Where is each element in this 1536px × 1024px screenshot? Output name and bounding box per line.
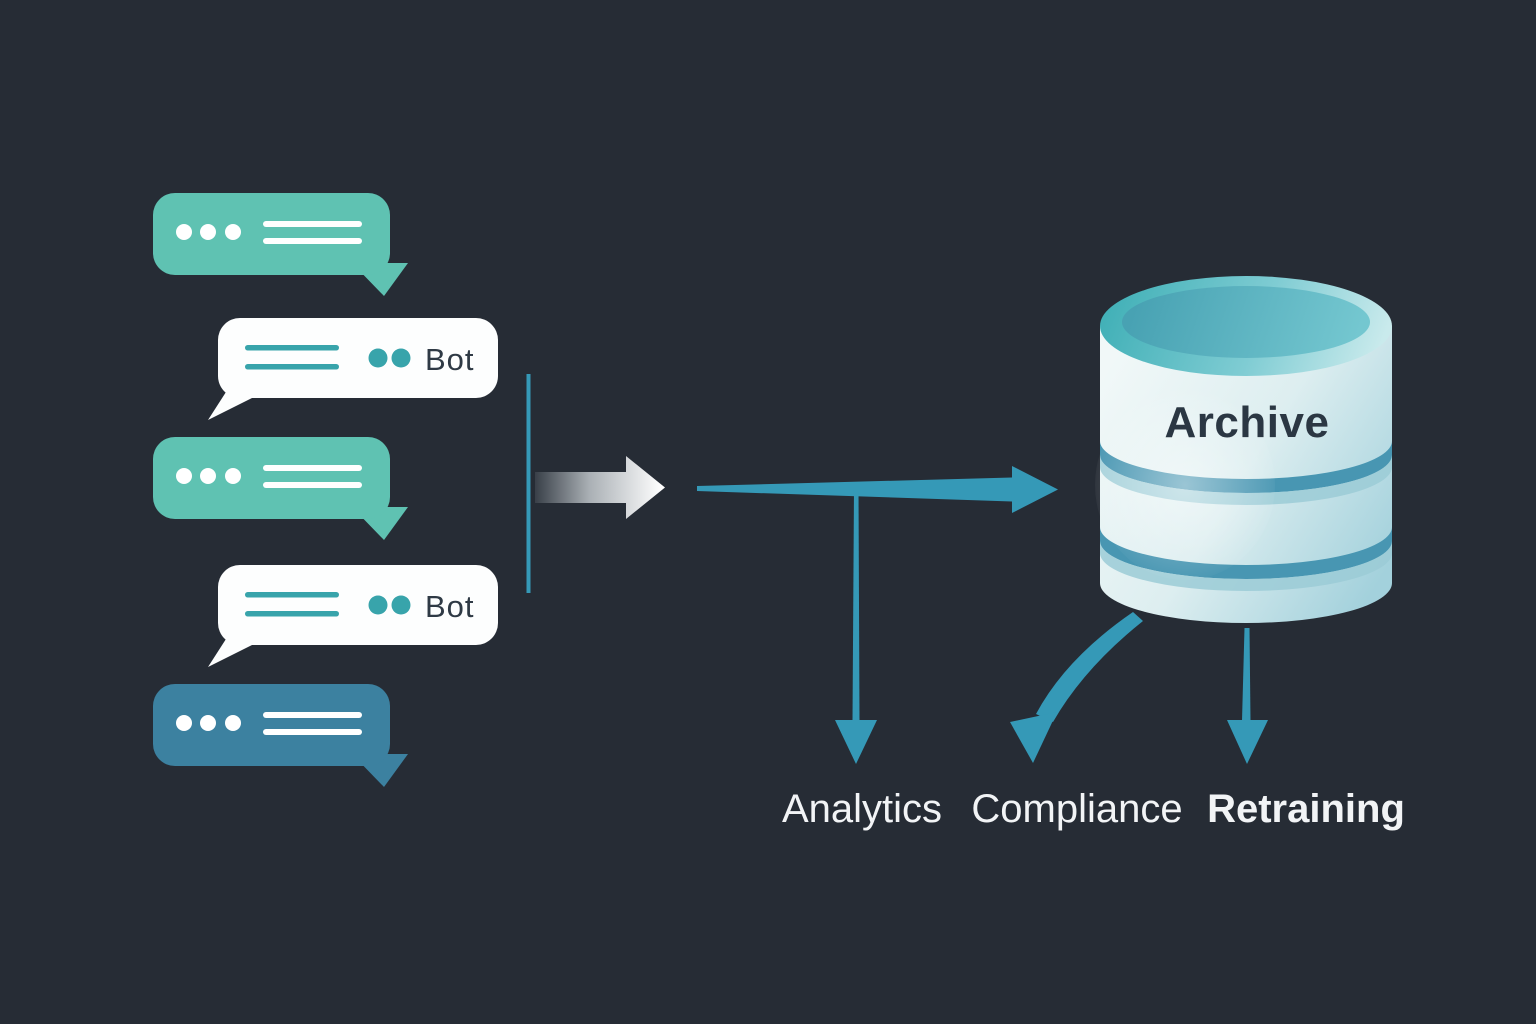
bot-dot-icon [368,595,388,615]
message-text-lines [245,592,339,598]
arrow-shaft [1242,628,1251,721]
message-text-lines [263,465,362,488]
bot-label: Bot [425,342,475,377]
bubble-body [153,684,390,766]
bot-label: Bot [425,589,475,624]
arrowhead-icon [1227,720,1268,764]
bot-dot-icon [391,348,411,368]
compliance-label: Compliance [971,787,1182,831]
chat-bubble-user-1 [153,193,408,296]
arrow-shaft [852,488,860,721]
bubble-body [153,437,390,519]
bubble-tail [208,392,264,420]
message-text-lines [263,712,362,735]
bot-message-accents [245,592,411,617]
chat-bubble-user-2 [153,437,408,540]
arrowhead-icon [835,720,877,764]
archive-label: Archive [1165,398,1330,447]
stream-separator-line [526,374,531,593]
chat-bubble-user-3 [153,684,408,787]
bubble-body [153,193,390,275]
flow-arrow-to-archive [697,466,1058,513]
database-gloss-highlight [1095,390,1275,580]
bot-dot-icon [368,348,388,368]
retraining-label: Retraining [1207,787,1405,831]
arrow-shaft [1036,612,1143,722]
typing-dots-icon [176,224,241,240]
typing-dots-icon [176,468,241,484]
message-text-lines [263,221,362,244]
bubble-tail [208,639,264,667]
archive-database-icon: Archive [1095,276,1392,623]
flow-arrow-analytics [835,488,877,764]
chat-bubble-bot-1: Bot [208,318,498,420]
message-text-lines [245,611,339,617]
flow-arrow-compliance [1010,612,1143,763]
typing-dots-icon [176,715,241,731]
bot-dot-icon [391,595,411,615]
chat-bubble-bot-2: Bot [208,565,498,667]
flow-arrow-retraining [1227,628,1268,764]
analytics-label: Analytics [782,787,942,831]
ingest-arrow-icon [535,456,665,519]
message-text-lines [245,364,339,370]
database-top-inner [1122,286,1370,358]
bot-message-accents [245,345,411,370]
arrowhead-icon [1010,712,1057,763]
message-text-lines [245,345,339,351]
bubble-body [218,565,498,645]
bubble-body [218,318,498,398]
